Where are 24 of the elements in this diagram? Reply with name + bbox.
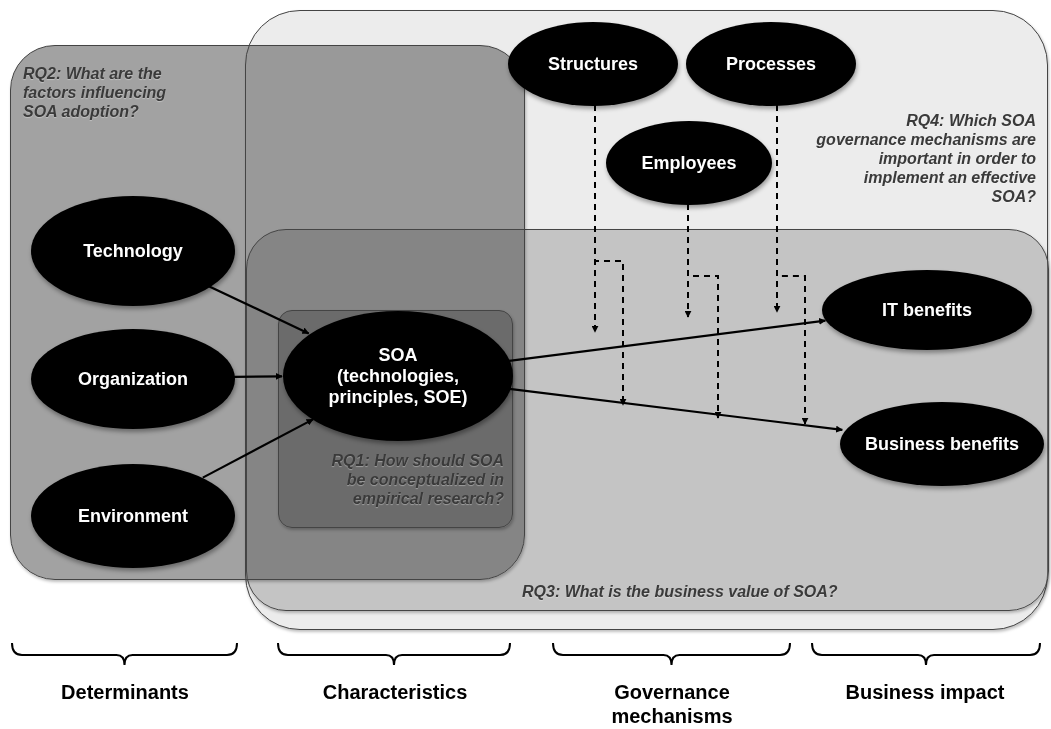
- arrow: [509, 387, 843, 433]
- arrow: [234, 372, 283, 380]
- question-text: RQ4: Which SOA governance mechanisms are important in order to implement an effective SOA?: [816, 111, 1036, 206]
- ellipse-node: Business benefits: [840, 402, 1044, 486]
- ellipse-node: Employees: [606, 121, 772, 205]
- ellipse-node: Processes: [686, 22, 856, 106]
- ellipse-node: Organization: [31, 329, 235, 429]
- ellipse-node: Structures: [508, 22, 678, 106]
- region-panel: [10, 45, 525, 580]
- region-panel: [245, 10, 1048, 630]
- ellipse-node: IT benefits: [822, 270, 1032, 350]
- ellipse-node: Technology: [31, 196, 235, 306]
- section-label: Governance mechanisms: [610, 680, 734, 728]
- question-text: RQ2: What are the factors influencing SOA adoption?: [23, 64, 168, 121]
- ellipse-node: Environment: [31, 464, 235, 568]
- section-label: Determinants: [60, 680, 190, 704]
- region-panel: [278, 310, 513, 528]
- section-label: Business impact: [844, 680, 1006, 704]
- arrow: [208, 285, 310, 335]
- arrow: [202, 418, 314, 479]
- section-label: Characteristics: [321, 680, 469, 704]
- question-text: RQ3: What is the business value of SOA?: [522, 582, 839, 601]
- arrow: [509, 317, 827, 362]
- region-panel: [246, 229, 1049, 611]
